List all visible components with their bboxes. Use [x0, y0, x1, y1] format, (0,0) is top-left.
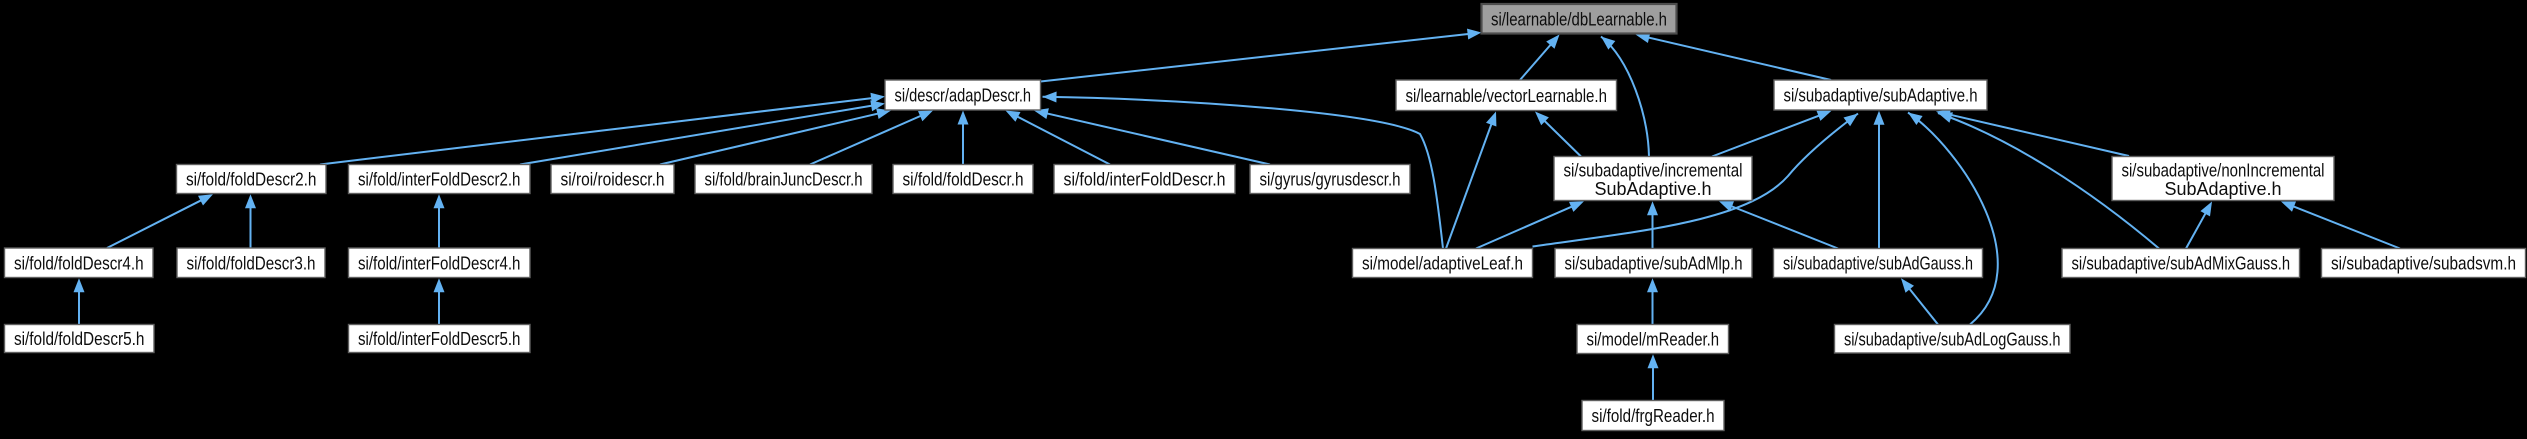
svg-text:si/fold/foldDescr4.h: si/fold/foldDescr4.h [14, 253, 144, 273]
svg-text:si/subadaptive/nonIncremental: si/subadaptive/nonIncremental [2122, 161, 2325, 181]
svg-text:si/subadaptive/subAdGauss.h: si/subadaptive/subAdGauss.h [1783, 254, 1973, 274]
svg-text:si/fold/interFoldDescr5.h: si/fold/interFoldDescr5.h [358, 329, 521, 349]
svg-text:SubAdaptive.h: SubAdaptive.h [1594, 179, 1711, 199]
svg-text:si/fold/interFoldDescr2.h: si/fold/interFoldDescr2.h [358, 170, 521, 190]
svg-text:si/fold/interFoldDescr4.h: si/fold/interFoldDescr4.h [358, 253, 521, 273]
svg-text:si/subadaptive/subAdaptive.h: si/subadaptive/subAdaptive.h [1784, 86, 1978, 106]
svg-text:si/subadaptive/subadsvm.h: si/subadaptive/subadsvm.h [2331, 254, 2516, 274]
svg-text:si/fold/foldDescr3.h: si/fold/foldDescr3.h [187, 253, 316, 273]
svg-text:si/descr/adapDescr.h: si/descr/adapDescr.h [895, 86, 1032, 106]
svg-text:si/fold/foldDescr.h: si/fold/foldDescr.h [903, 170, 1024, 190]
svg-text:si/subadaptive/subAdLogGauss.h: si/subadaptive/subAdLogGauss.h [1844, 329, 2061, 349]
svg-text:si/roi/roidescr.h: si/roi/roidescr.h [561, 170, 665, 190]
svg-text:si/learnable/vectorLearnable.h: si/learnable/vectorLearnable.h [1405, 86, 1607, 106]
svg-text:si/fold/frgReader.h: si/fold/frgReader.h [1592, 406, 1715, 426]
svg-text:si/model/mReader.h: si/model/mReader.h [1587, 330, 1720, 350]
svg-text:si/subadaptive/incremental: si/subadaptive/incremental [1564, 161, 1743, 181]
svg-text:si/fold/foldDescr2.h: si/fold/foldDescr2.h [186, 170, 317, 190]
svg-text:si/fold/brainJuncDescr.h: si/fold/brainJuncDescr.h [705, 170, 863, 190]
svg-text:si/model/adaptiveLeaf.h: si/model/adaptiveLeaf.h [1362, 254, 1523, 274]
svg-text:SubAdaptive.h: SubAdaptive.h [2164, 179, 2281, 199]
svg-text:si/fold/foldDescr5.h: si/fold/foldDescr5.h [14, 329, 145, 349]
svg-text:si/gyrus/gyrusdescr.h: si/gyrus/gyrusdescr.h [1260, 170, 1401, 190]
svg-text:si/learnable/dbLearnable.h: si/learnable/dbLearnable.h [1491, 9, 1667, 29]
svg-text:si/subadaptive/subAdMlp.h: si/subadaptive/subAdMlp.h [1565, 254, 1743, 274]
svg-text:si/fold/interFoldDescr.h: si/fold/interFoldDescr.h [1064, 170, 1226, 190]
svg-text:si/subadaptive/subAdMixGauss.h: si/subadaptive/subAdMixGauss.h [2072, 254, 2291, 274]
